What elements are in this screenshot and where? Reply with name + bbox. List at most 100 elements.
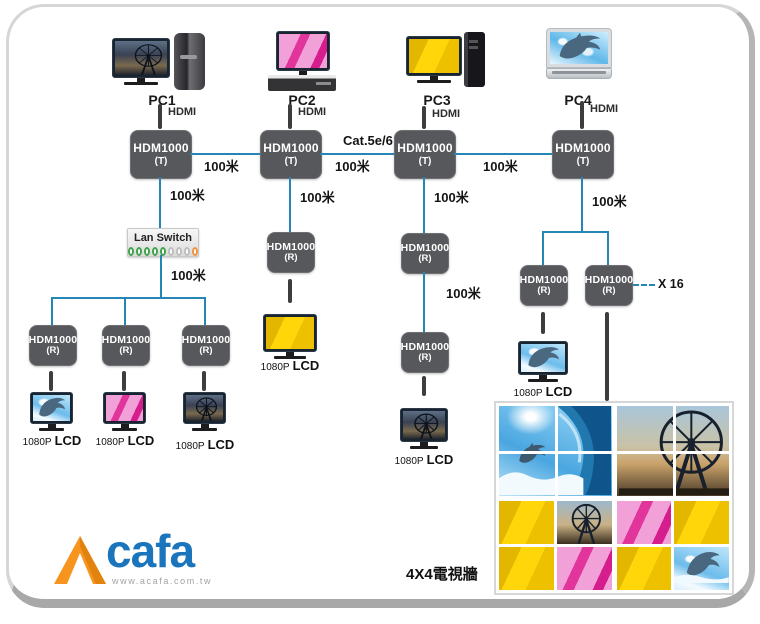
hdm1000-r4b-box: HDM1000 (R) (585, 265, 633, 306)
lcd-1c (183, 392, 226, 431)
distance-label-r3a-r3b: 100米 (446, 286, 481, 301)
cat5-link-r3a-r3b (423, 272, 425, 332)
lcd-2 (263, 314, 317, 359)
split-bus-col1 (52, 297, 205, 299)
lcd-4 (518, 341, 568, 382)
distance-label-t2-r2: 100米 (300, 190, 335, 205)
distance-label-t2-t3: 100米 (335, 159, 370, 174)
led-icon (144, 247, 150, 256)
x16-dashed-link (633, 284, 655, 286)
wall-quadrant-mixed-right (616, 500, 729, 590)
cat5-link-t1-t2 (190, 153, 260, 155)
hdm1000-r1a-box: HDM1000 (R) (29, 325, 77, 366)
led-icon (176, 247, 182, 256)
pc4-laptop (546, 28, 612, 79)
hdmi-cable-pc1 (158, 104, 162, 129)
cat5-link-t3-r3a (423, 177, 425, 233)
wall-tile-yellow (674, 500, 729, 544)
hdmi-label-pc1: HDMI (168, 106, 197, 118)
distance-label-t4-split: 100米 (592, 194, 627, 209)
hdmi-cable-lcd1a (49, 371, 53, 391)
yellow-abstract-image (266, 317, 314, 349)
wall-quadrant-wave (499, 406, 612, 496)
hdmi-cable-lcd1c (202, 371, 206, 391)
ferris-wheel-image (115, 41, 167, 75)
hdmi-label-pc3: HDMI (432, 108, 461, 120)
led-icon (136, 247, 142, 256)
lan-switch-led-row (128, 244, 198, 256)
wall-quadrant-ferris (616, 406, 729, 496)
lcd-3 (400, 408, 448, 449)
hdm1000-t2-box: HDM1000 (T) (260, 130, 322, 179)
hdm1000-r3b-box: HDM1000 (R) (401, 332, 449, 373)
hdmi-cable-lcd2 (288, 279, 292, 303)
dolphin-image (33, 395, 70, 421)
drop-r1a (51, 297, 53, 325)
hdmi-cable-pc4 (580, 101, 584, 129)
dolphin-image (521, 344, 565, 372)
pc2-monitor (276, 31, 330, 75)
wall-tile-pink (556, 546, 612, 590)
led-icon (168, 247, 174, 256)
distance-label-t1-switch: 100米 (170, 188, 205, 203)
drop-r1b (124, 297, 126, 325)
cat5-link-switch-split (160, 255, 162, 297)
wall-quadrant-mixed-left (499, 500, 612, 590)
pc4-label: PC4 (564, 92, 592, 108)
pc1-label: PC1 (148, 92, 176, 108)
hdmi-cable-lcd3 (422, 376, 426, 396)
distance-label-switch-split: 100米 (171, 268, 206, 283)
lcd-1b (103, 392, 146, 431)
wall-tile-yellow (616, 546, 672, 590)
lan-switch-label: Lan Switch (133, 232, 193, 244)
led-icon (184, 247, 190, 256)
cat5-link-t3-t4 (454, 153, 552, 155)
acafa-url-text: www.acafa.com.tw (112, 576, 213, 586)
hdm1000-t1-box: HDM1000 (T) (130, 130, 192, 179)
video-wall (494, 401, 734, 595)
cat5-link-t2-r2 (289, 177, 291, 232)
hdmi-cable-pc2 (288, 104, 292, 129)
pc1-monitor (112, 38, 170, 85)
acafa-logo: cafa www.acafa.com.tw (54, 528, 234, 592)
drop-r4b (607, 231, 609, 265)
hdm1000-r3a-box: HDM1000 (R) (401, 233, 449, 274)
pc3-tower (464, 32, 485, 87)
video-wall-caption: 4X4電視牆 (406, 566, 478, 583)
x16-label: X 16 (658, 277, 684, 291)
acafa-brand-text: cafa (106, 525, 195, 577)
cat5e6-label: Cat.5e/6 (343, 133, 393, 148)
distance-label-t3-r3a: 100米 (434, 190, 469, 205)
hdmi-label-pc2: HDMI (298, 106, 327, 118)
cat5-link-t1-switch (159, 177, 161, 228)
pc3-monitor (406, 36, 462, 83)
hdm1000-r4a-box: HDM1000 (R) (520, 265, 568, 306)
distance-label-t1-t2: 100米 (204, 159, 239, 174)
split-bus-col4 (543, 231, 609, 233)
pc1-tower (174, 33, 205, 90)
cat5-link-t2-t3 (320, 153, 394, 155)
drop-r1c (204, 297, 206, 325)
hdm1000-r1c-box: HDM1000 (R) (182, 325, 230, 366)
wall-tile-yellow (499, 500, 554, 544)
led-icon (192, 247, 198, 256)
lan-switch: Lan Switch (127, 228, 199, 257)
pink-abstract-image (106, 395, 143, 421)
hdmi-label-pc4: HDMI (590, 103, 619, 115)
led-icon (152, 247, 158, 256)
hdmi-cable-pc3 (422, 106, 426, 129)
hdm1000-t4-box: HDM1000 (T) (552, 130, 614, 179)
led-icon (160, 247, 166, 256)
wall-tile-dolphin (674, 546, 729, 590)
wall-tile-pink (616, 500, 672, 544)
cat5-link-t4-split (581, 177, 583, 232)
hdm1000-r1b-box: HDM1000 (R) (102, 325, 150, 366)
dolphin-image (550, 32, 608, 64)
wall-tile-yellow (499, 546, 554, 590)
